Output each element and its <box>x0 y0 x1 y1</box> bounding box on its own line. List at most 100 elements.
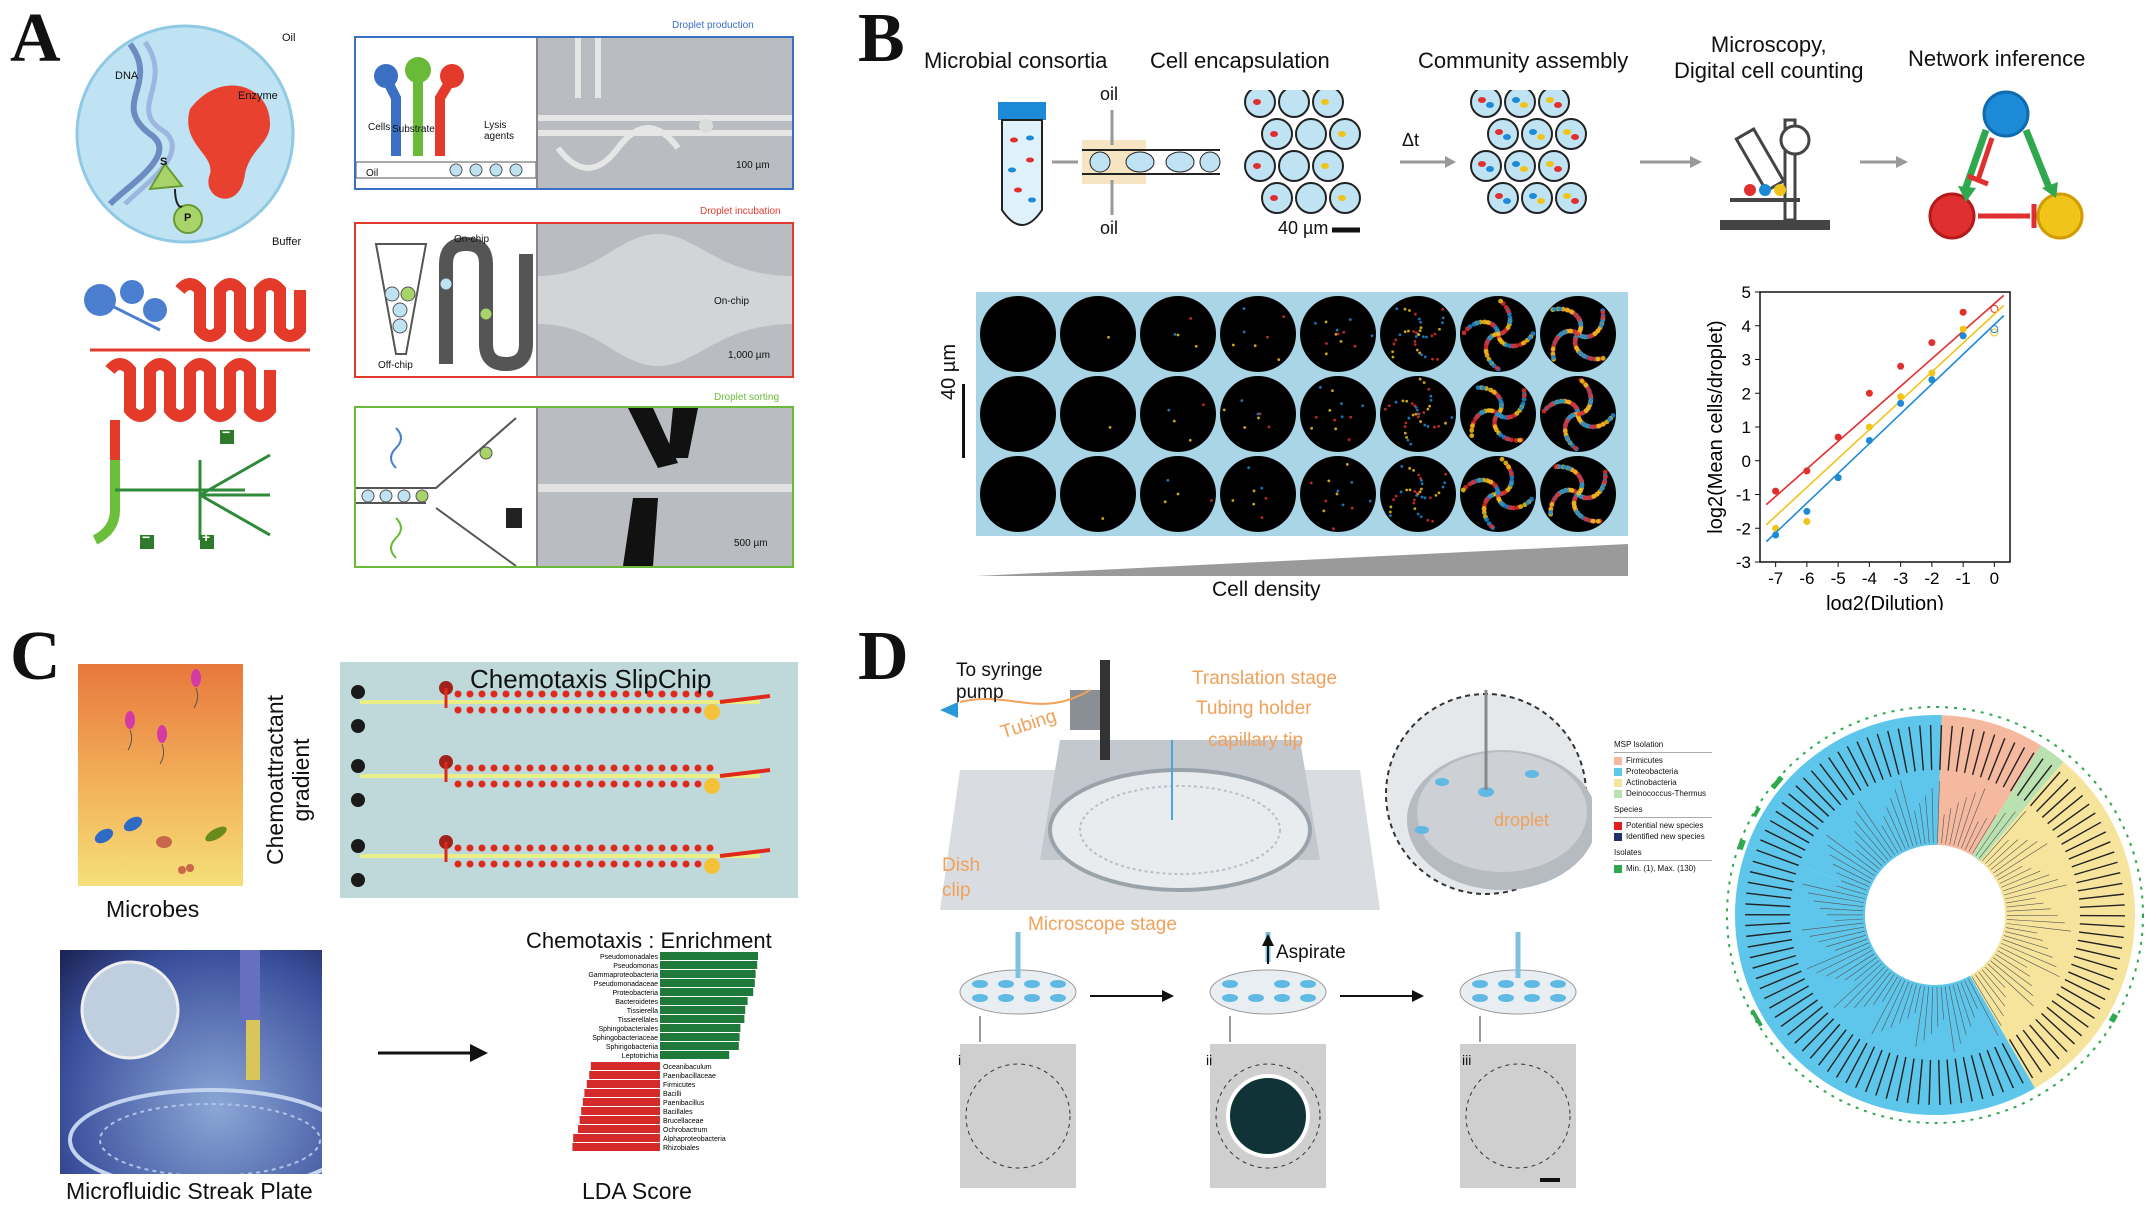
fluorescent-cell <box>1442 486 1445 489</box>
lda-bar-depleted <box>578 1125 660 1133</box>
data-point <box>1803 467 1810 474</box>
fluorescent-cell <box>1395 495 1398 498</box>
fluorescent-cell <box>1493 483 1498 488</box>
cell <box>1478 161 1486 167</box>
fluorescent-cell <box>1384 408 1387 411</box>
fluorescent-cell <box>1506 325 1511 330</box>
fluorescent-cell <box>1470 423 1475 428</box>
fluorescent-cell <box>1109 426 1112 429</box>
fluorescent-cell <box>1576 491 1581 496</box>
fluorescent-cell <box>1265 497 1268 500</box>
fluorescent-cell <box>1491 323 1496 328</box>
step-network-inference: Network inference <box>1908 46 2085 72</box>
droplet-image <box>1060 456 1136 532</box>
fluorescent-cell <box>1551 355 1556 360</box>
fluorescent-cell <box>1336 329 1339 332</box>
label-dna: DNA <box>115 70 138 82</box>
slipchip-well <box>455 845 462 852</box>
cell <box>1321 163 1329 169</box>
fluorescent-cell <box>1599 323 1604 328</box>
fluorescent-cell <box>1350 481 1353 484</box>
fluorescent-cell <box>1471 322 1476 327</box>
fluorescent-cell <box>1521 401 1526 406</box>
label-substrate: Substrate <box>392 124 435 135</box>
fluorescent-cell <box>1223 408 1226 411</box>
fluorescent-cell <box>1332 527 1335 530</box>
caption-droplet-incubation: Droplet incubation <box>700 206 781 217</box>
fluorescent-cell <box>1488 335 1493 340</box>
droplet-image <box>1140 376 1216 452</box>
slipchip-well <box>503 707 510 714</box>
fluorescent-cell <box>1510 344 1515 349</box>
slipchip-well <box>647 765 654 772</box>
fit-line <box>1766 316 2004 542</box>
fluorescent-cell <box>1389 511 1392 514</box>
fluorescent-cell <box>1583 495 1588 500</box>
fluorescent-cell <box>1601 310 1606 315</box>
fluorescent-cell <box>1485 497 1490 502</box>
fluorescent-cell <box>1421 482 1424 485</box>
slipchip-well <box>479 845 486 852</box>
lda-taxon-label: Pseudomonadales <box>600 954 658 961</box>
fluorescent-cell <box>1587 356 1592 361</box>
fluorescent-cell <box>1596 519 1601 524</box>
fluorescent-cell <box>1569 309 1574 314</box>
slipchip-well <box>467 861 474 868</box>
lda-bar-enriched <box>660 1024 740 1032</box>
panel-letter-c: C <box>10 622 61 692</box>
fluorescent-cell <box>1392 356 1395 359</box>
fluorescent-cell <box>1469 428 1474 433</box>
y-tick-label: 0 <box>1742 452 1751 471</box>
fluorescent-cell <box>1395 401 1398 404</box>
slipchip-well <box>575 861 582 868</box>
fluorescent-cell <box>1441 321 1444 324</box>
fluorescent-cell <box>1422 411 1425 414</box>
slipchip-well <box>479 707 486 714</box>
fluorescent-cell <box>1430 395 1433 398</box>
lda-taxon-label: Sphingobacteriaceae <box>592 1035 658 1042</box>
fluorescent-cell <box>1412 502 1415 505</box>
fluorescent-cell <box>1590 424 1595 429</box>
fluorescent-cell <box>1489 493 1494 498</box>
fluorescent-cell <box>1573 405 1578 410</box>
slipchip-inlet <box>351 839 365 853</box>
cell <box>1253 99 1261 105</box>
legend-label: Deinococcus-Thermus <box>1626 789 1706 799</box>
data-point <box>1960 326 1967 333</box>
chip-sign-minus-bottom: − <box>142 529 150 545</box>
fluorescent-cell <box>1496 332 1501 337</box>
fluorescent-cell <box>1340 402 1343 405</box>
slipchip-image <box>340 662 798 898</box>
slipchip-well <box>635 845 642 852</box>
cell <box>1503 134 1511 140</box>
fluorescent-cell <box>1431 520 1434 523</box>
fluorescent-cell <box>1247 466 1250 469</box>
fluorescent-cell <box>1389 514 1392 517</box>
legend-species-entry: Potential new species <box>1614 821 1712 831</box>
dish-droplet <box>972 980 988 988</box>
slipchip-well <box>467 707 474 714</box>
dish-droplet <box>1248 980 1264 988</box>
data-point <box>1897 400 1904 407</box>
fluorescent-cell <box>1393 343 1396 346</box>
well-micrograph <box>1460 1044 1576 1188</box>
encapsulated-droplet <box>1279 151 1309 181</box>
dish-droplet <box>1550 994 1566 1002</box>
chart-frame <box>1760 292 2010 562</box>
fluorescent-cell <box>1517 438 1522 443</box>
fluorescent-cell <box>1567 439 1572 444</box>
slipchip-well <box>503 765 510 772</box>
dish-droplet <box>1222 980 1238 988</box>
fluorescent-cell <box>1602 480 1607 485</box>
dish-droplet <box>1550 980 1566 988</box>
data-point <box>1928 339 1935 346</box>
caption-droplet-production: Droplet production <box>672 20 754 31</box>
droplet-zoom-inset <box>1382 690 1592 900</box>
data-point <box>1960 332 1967 339</box>
label-roman-i: i <box>958 1052 961 1068</box>
fluorescent-cell <box>1325 342 1328 345</box>
fluorescent-cell <box>1485 339 1490 344</box>
grid-scale-bar <box>962 384 965 458</box>
sequence-arrow-head <box>1412 990 1424 1002</box>
fluorescent-cell <box>1583 517 1588 522</box>
